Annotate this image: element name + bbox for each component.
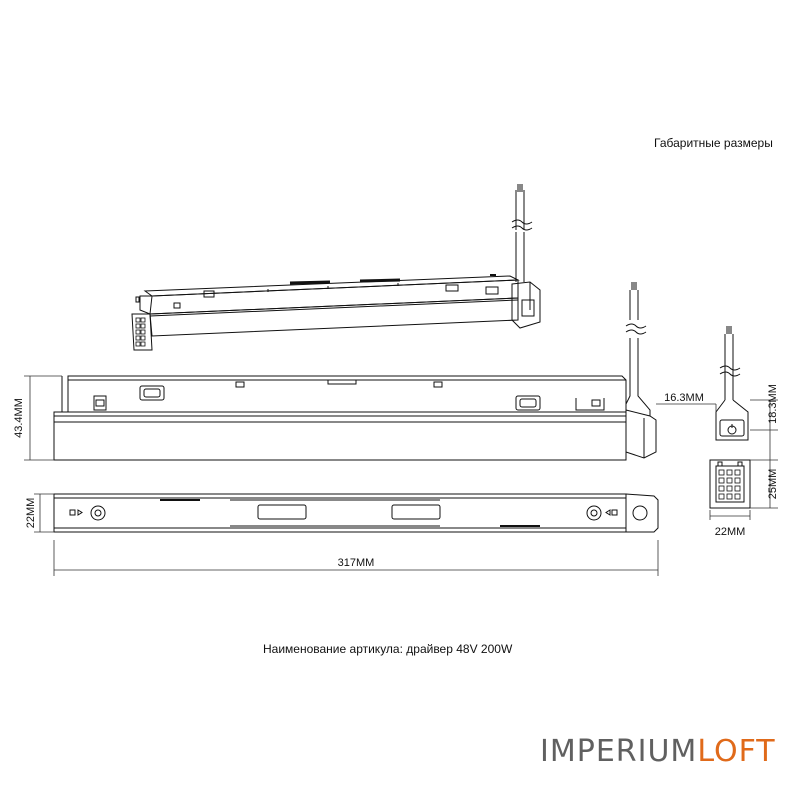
dim-connector-offset: 16.3MM <box>664 392 704 404</box>
brand-logo-part2: LOFT <box>697 734 776 769</box>
brand-logo: IMPERIUMLOFT <box>540 734 776 769</box>
dim-height-front: 43.4MM <box>13 398 25 438</box>
brand-logo-part1: IMPERIUM <box>540 734 698 769</box>
end-view <box>709 326 751 509</box>
dimension-lines <box>24 375 778 576</box>
dim-end-top-height: 18.3MM <box>767 384 779 424</box>
dim-height-top: 22MM <box>25 498 37 529</box>
drawing-title: Габаритные размеры <box>654 136 773 150</box>
dim-end-width: 22MM <box>715 526 746 538</box>
top-view <box>53 493 659 533</box>
isometric-view <box>131 184 541 351</box>
article-caption: Наименование артикула: драйвер 48V 200W <box>263 642 513 656</box>
front-view <box>53 282 657 461</box>
dim-end-body-height: 25MM <box>767 469 779 500</box>
dim-length: 317MM <box>338 557 375 569</box>
